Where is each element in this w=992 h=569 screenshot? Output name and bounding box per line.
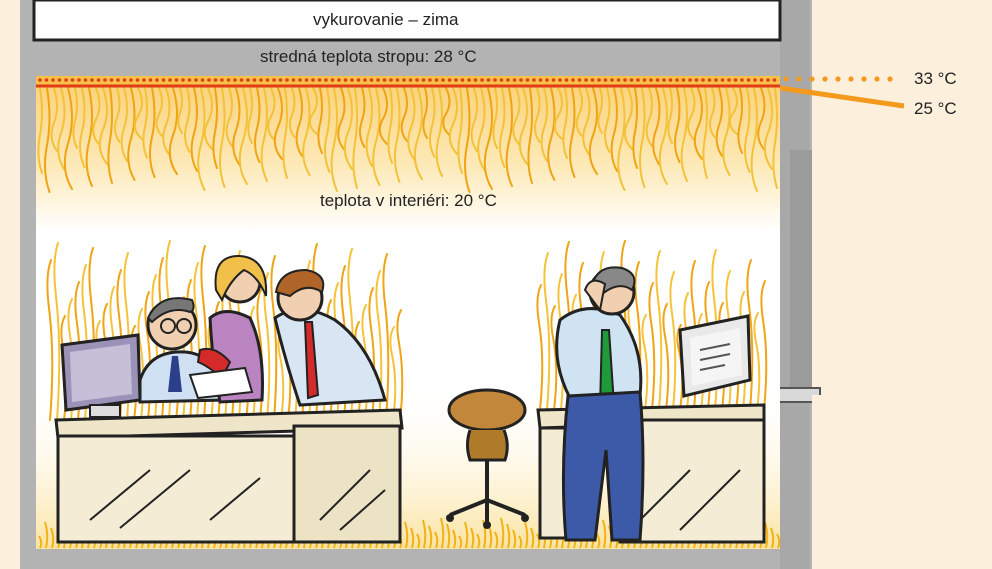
upper-temp-label: 33 °C (914, 69, 957, 89)
lower-temp-label: 25 °C (914, 99, 957, 119)
monitor-right (680, 316, 750, 396)
interior-temp-label: teplota v interiéri: 20 °C (320, 191, 497, 211)
ceiling-heating-pipe (36, 76, 780, 86)
scene-title: vykurovanie – zima (313, 10, 459, 30)
ceiling-temp-label: stredná teplota stropu: 28 °C (260, 47, 477, 67)
leader-dotted-33 (783, 76, 892, 81)
